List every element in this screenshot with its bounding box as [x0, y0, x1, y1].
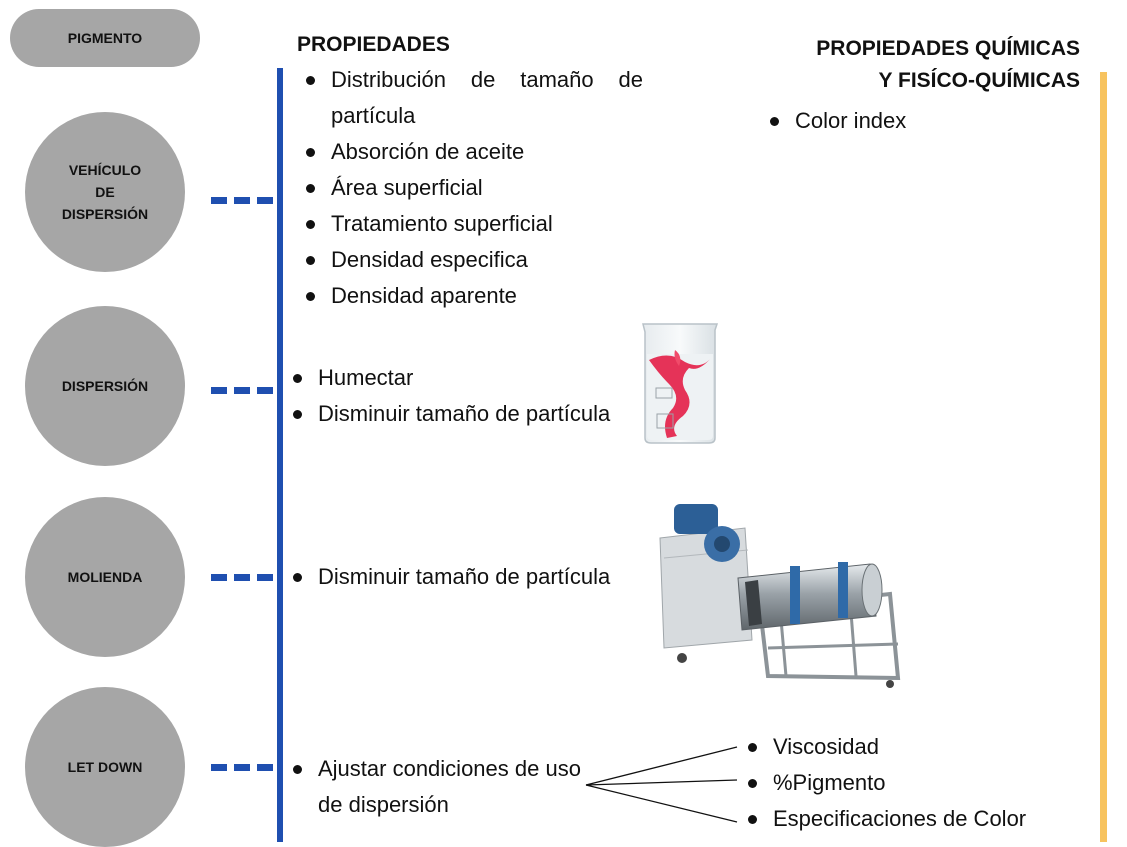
chemical-side-line — [1100, 72, 1107, 842]
letdown-list: Ajustar condiciones de uso de dispersión — [285, 751, 585, 823]
properties-heading: PROPIEDADES — [297, 33, 450, 56]
beaker-icon — [642, 323, 719, 444]
list-item: Absorción de aceite — [298, 134, 643, 170]
branch-line-3 — [585, 784, 738, 823]
list-item: Especificaciones de Color — [740, 801, 1026, 837]
stage-vehicle: VEHÍCULO DE DISPERSIÓN — [25, 112, 185, 272]
list-item: Disminuir tamaño de partícula — [285, 396, 625, 432]
dispersion-list: Humectar Disminuir tamaño de partícula — [285, 360, 625, 432]
stage-milling: MOLIENDA — [25, 497, 185, 657]
list-item: Disminuir tamaño de partícula — [285, 559, 625, 595]
connector-milling — [211, 574, 275, 581]
list-item: Ajustar condiciones de uso de dispersión — [285, 751, 585, 823]
list-item: Distribución de tamaño de partícula — [298, 62, 643, 134]
connector-vehicle — [211, 197, 275, 204]
connector-letdown — [211, 764, 275, 771]
list-item: Tratamiento superficial — [298, 206, 643, 242]
list-item: Humectar — [285, 360, 625, 396]
branch-line-1 — [585, 746, 738, 786]
list-item: Viscosidad — [740, 729, 1026, 765]
chemical-list: Color index — [762, 103, 906, 139]
branch-line-2 — [585, 779, 738, 786]
stage-pigment: PIGMENTO — [10, 9, 200, 67]
stage-dispersion: DISPERSIÓN — [25, 306, 185, 466]
list-item: Área superficial — [298, 170, 643, 206]
list-item: Color index — [762, 103, 906, 139]
list-item: Densidad especifica — [298, 242, 643, 278]
bead-mill-icon — [659, 504, 901, 688]
chemical-heading: PROPIEDADES QUÍMICAS Y FISÍCO-QUÍMICAS — [816, 37, 1080, 92]
connector-dispersion — [211, 387, 275, 394]
list-item: Densidad aparente — [298, 278, 643, 314]
branch-lines — [585, 746, 738, 823]
list-item: %Pigmento — [740, 765, 1026, 801]
milling-list: Disminuir tamaño de partícula — [285, 559, 625, 595]
timeline-line — [277, 68, 283, 842]
properties-list: Distribución de tamaño de partícula Abso… — [298, 62, 643, 314]
stage-letdown: LET DOWN — [25, 687, 185, 847]
letdown-sub-list: Viscosidad %Pigmento Especificaciones de… — [740, 729, 1026, 837]
